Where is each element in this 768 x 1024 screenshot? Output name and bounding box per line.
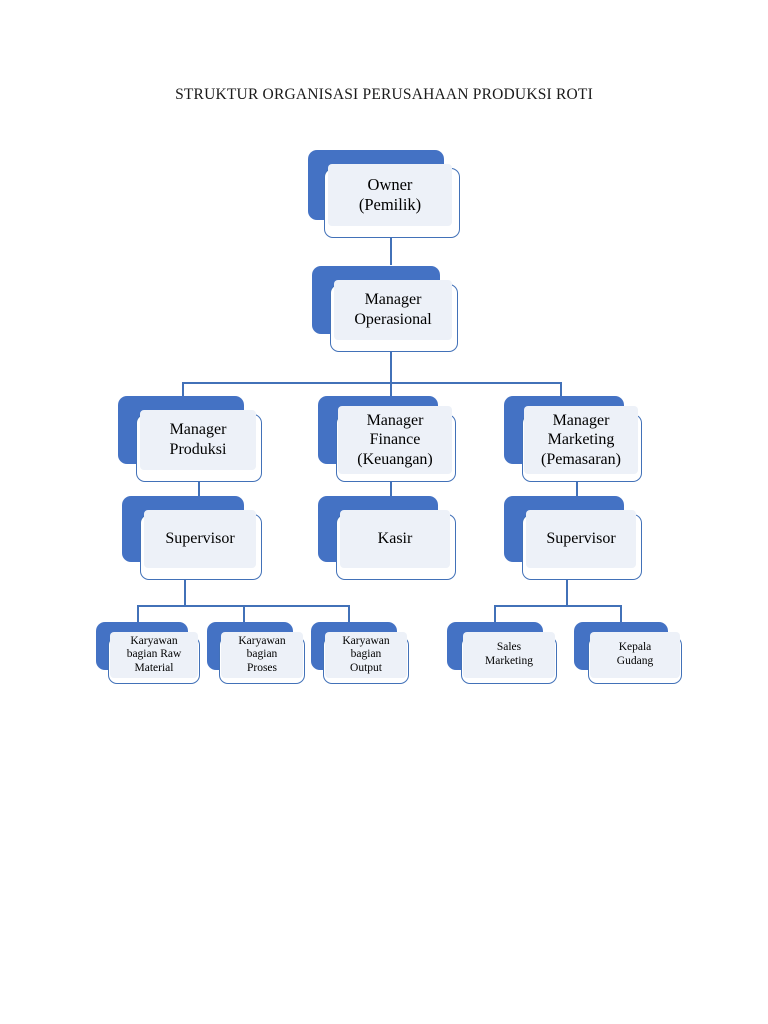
node-label-line1: Owner xyxy=(367,174,413,194)
node-fill-layer: Karyawan bagian Raw Material xyxy=(110,632,198,678)
node-label: Supervisor xyxy=(542,529,619,549)
node-fill-layer: Manager Marketing (Pemasaran) xyxy=(524,406,638,474)
connector-manager-ops-down xyxy=(390,348,392,382)
node-label: Kasir xyxy=(374,529,417,549)
connector-manager-produksi-to-supervisor xyxy=(198,479,200,496)
node-label-line2: Gudang xyxy=(616,655,654,667)
node-label-line2: Produksi xyxy=(169,441,227,458)
node-label: Karyawan bagian Output xyxy=(338,635,393,676)
node-label: Supervisor xyxy=(161,529,238,549)
node-fill-layer: Sales Marketing xyxy=(463,632,555,678)
node-label-line2: Operasional xyxy=(354,311,432,328)
org-node-karyawan-proses[interactable]: Karyawan bagian Proses xyxy=(207,622,305,684)
node-fill-layer: Karyawan bagian Output xyxy=(325,632,407,678)
org-node-manager-operasional[interactable]: Manager Operasional xyxy=(312,266,458,352)
node-label-line1: Karyawan xyxy=(342,634,390,647)
connector-manager-finance-to-kasir xyxy=(390,479,392,496)
node-label-line2: Finance xyxy=(369,431,421,449)
org-node-kasir[interactable]: Kasir xyxy=(318,496,456,580)
node-fill-layer: Owner (Pemilik) xyxy=(328,164,452,226)
node-label-line2: bagian Raw xyxy=(126,648,182,661)
page-title: STRUKTUR ORGANISASI PERUSAHAAN PRODUKSI … xyxy=(175,86,593,103)
node-label: Karyawan bagian Proses xyxy=(234,635,289,676)
node-label-line3: Material xyxy=(134,661,174,674)
node-fill-layer: Manager Operasional xyxy=(334,280,452,340)
org-node-karyawan-output[interactable]: Karyawan bagian Output xyxy=(311,622,409,684)
node-label-line1: Sales xyxy=(496,641,522,654)
org-node-manager-marketing[interactable]: Manager Marketing (Pemasaran) xyxy=(504,396,642,482)
node-fill-layer: Kepala Gudang xyxy=(590,632,680,678)
node-label-line1: Karyawan xyxy=(130,634,178,647)
node-label: Manager Finance (Keuangan) xyxy=(353,411,437,470)
connector-bus-to-karyawan-raw xyxy=(137,605,139,622)
connector-bus-to-manager-finance xyxy=(390,382,392,396)
node-label-line2: bagian xyxy=(350,648,382,661)
connector-bus-to-sales-marketing xyxy=(494,605,496,622)
node-label-line1: Supervisor xyxy=(165,530,235,548)
connector-bus-to-karyawan-proses xyxy=(243,605,245,622)
org-node-sales-marketing[interactable]: Sales Marketing xyxy=(447,622,557,684)
org-node-kepala-gudang[interactable]: Kepala Gudang xyxy=(574,622,682,684)
org-node-manager-finance[interactable]: Manager Finance (Keuangan) xyxy=(318,396,456,482)
org-node-supervisor-marketing[interactable]: Supervisor xyxy=(504,496,642,580)
node-label-line1: Kasir xyxy=(377,530,413,548)
node-fill-layer: Manager Produksi xyxy=(140,410,256,470)
node-label-line2: (Pemilik) xyxy=(358,195,422,214)
node-label-line1: Manager xyxy=(169,421,227,439)
node-label: Karyawan bagian Raw Material xyxy=(123,635,186,676)
connector-bus-to-manager-marketing xyxy=(560,382,562,396)
org-node-manager-produksi[interactable]: Manager Produksi xyxy=(118,396,262,482)
org-node-supervisor-produksi[interactable]: Supervisor xyxy=(122,496,262,580)
node-label-line3: (Keuangan) xyxy=(357,450,433,468)
node-label-line1: Manager xyxy=(366,411,424,429)
org-node-owner[interactable]: Owner (Pemilik) xyxy=(308,150,460,238)
connector-supervisor-mkt-down xyxy=(566,578,568,605)
org-node-karyawan-raw-material[interactable]: Karyawan bagian Raw Material xyxy=(96,622,200,684)
node-fill-layer: Supervisor xyxy=(144,510,256,568)
node-label-line3: (Pemasaran) xyxy=(541,450,621,468)
node-label-line1: Karyawan xyxy=(238,634,286,647)
node-label-line2: Marketing xyxy=(485,655,533,667)
connector-supervisor-prod-down xyxy=(184,578,186,605)
node-label-line2: bagian xyxy=(246,648,278,661)
node-label: Manager Operasional xyxy=(350,290,435,329)
node-fill-layer: Kasir xyxy=(340,510,450,568)
node-fill-layer: Manager Finance (Keuangan) xyxy=(338,406,452,474)
node-label: Manager Produksi xyxy=(166,420,231,459)
node-fill-layer: Supervisor xyxy=(526,510,636,568)
connector-owner-to-manager-ops xyxy=(390,233,392,265)
node-label-line1: Supervisor xyxy=(546,530,616,548)
node-fill-layer: Karyawan bagian Proses xyxy=(221,632,303,678)
node-label: Manager Marketing (Pemasaran) xyxy=(537,411,625,470)
connector-level3-bus xyxy=(182,382,561,384)
node-label-line2: Marketing xyxy=(547,431,615,449)
node-label-line3: Proses xyxy=(246,661,277,674)
node-label: Kepala Gudang xyxy=(613,641,657,668)
connector-marketing-children-bus xyxy=(494,605,621,607)
node-label-line3: Output xyxy=(350,661,382,674)
node-label-line1: Manager xyxy=(364,291,422,309)
connector-manager-marketing-to-supervisor xyxy=(576,479,578,496)
node-label: Owner (Pemilik) xyxy=(355,175,425,215)
node-label: Sales Marketing xyxy=(481,641,537,668)
connector-karyawan-bus xyxy=(137,605,348,607)
node-label-line1: Manager xyxy=(552,411,610,429)
node-label-line1: Kepala xyxy=(618,641,652,654)
connector-bus-to-karyawan-output xyxy=(348,605,350,622)
connector-bus-to-kepala-gudang xyxy=(620,605,622,622)
connector-bus-to-manager-produksi xyxy=(182,382,184,396)
